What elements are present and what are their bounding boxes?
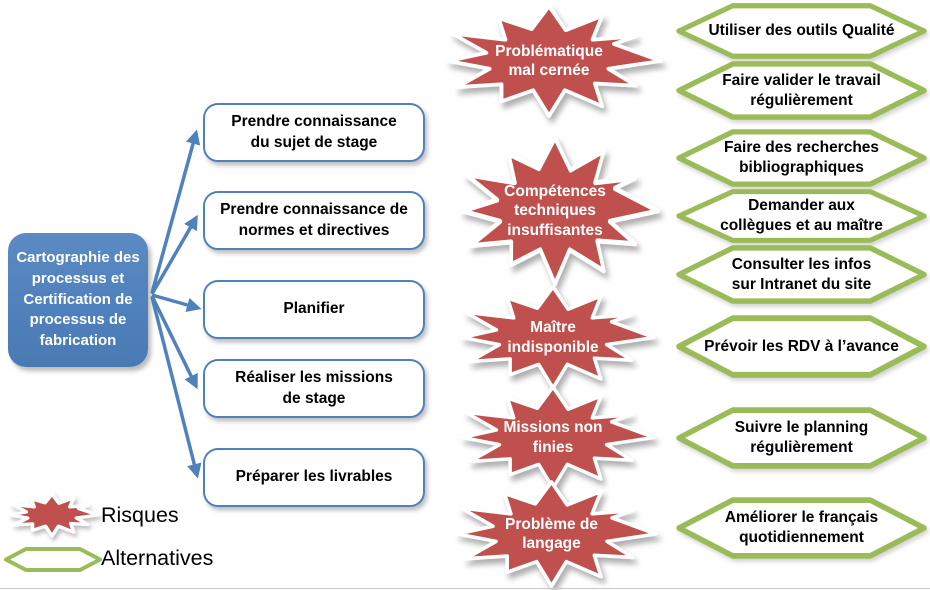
connector-arrow	[150, 129, 201, 294]
hexagon-icon	[676, 61, 927, 120]
alternative-label: Améliorer le français quotidiennement	[724, 509, 879, 546]
risk-label: Missions non finies	[503, 419, 603, 456]
process-step-box-1: Prendre connaissance du sujet de stage	[203, 103, 425, 162]
alternative-label: Faire des recherches bibliographiques	[723, 139, 880, 176]
process-step-label: Réaliser les missions de stage	[235, 369, 393, 407]
hexagon-icon	[676, 315, 927, 378]
root-process-box: Cartographie des processus et Certificat…	[8, 233, 148, 367]
risk-burst-5: Problème de langage	[447, 480, 658, 588]
alternative-hexagon-2: Faire valider le travail régulièrement	[676, 60, 927, 121]
process-step-label: Prendre connaissance du sujet de stage	[231, 113, 397, 151]
alternative-label: Demander aux collègues et au maître	[720, 197, 883, 234]
alternative-hexagon-8: Améliorer le français quotidiennement	[676, 496, 927, 560]
hexagon-icon	[676, 189, 927, 243]
process-step-box-4: Réaliser les missions de stage	[203, 359, 425, 418]
alternative-label: Consulter les infos sur Intranet du site	[731, 255, 872, 293]
risk-burst-1: Problématique mal cernée	[437, 4, 663, 118]
connector-arrow	[150, 296, 202, 479]
alternative-hexagon-6: Prévoir les RDV à l’avance	[676, 314, 927, 379]
hexagon-icon	[676, 129, 927, 187]
alternative-label: Faire valider le travail régulièrement	[722, 71, 881, 109]
process-step-label: Préparer les livrables	[235, 468, 393, 486]
hexagon-icon	[676, 497, 927, 559]
legend-alternative-hexagon-icon	[4, 547, 102, 572]
hexagon-icon	[676, 407, 927, 469]
alternative-hexagon-1: Utiliser des outils Qualité	[676, 2, 927, 60]
process-step-box-3: Planifier	[203, 280, 425, 339]
alternative-hexagon-3: Faire des recherches bibliographiques	[676, 128, 927, 188]
connector-arrow	[150, 214, 198, 295]
legend-risk-burst-icon	[8, 492, 100, 538]
alternative-label: Utiliser des outils Qualité	[708, 22, 895, 40]
alternative-label: Suivre le planning régulièrement	[734, 419, 869, 456]
connector-arrow	[150, 295, 198, 390]
process-step-box-2: Prendre connaissance de normes et direct…	[203, 191, 425, 250]
page-border	[0, 588, 930, 589]
risk-burst-2: Compétences techniques insuffisantes	[452, 138, 658, 284]
legend-alternative-label: Alternatives	[101, 546, 214, 570]
process-step-box-5: Préparer les livrables	[203, 448, 425, 507]
hexagon-icon	[676, 3, 927, 59]
risk-label: Problème de langage	[504, 515, 599, 552]
hexagon-icon	[676, 245, 927, 304]
risk-label: Compétences techniques insuffisantes	[504, 182, 606, 239]
connector-arrow	[151, 293, 202, 313]
process-step-label: Prendre connaissance de normes et direct…	[220, 201, 408, 239]
risk-burst-4: Missions non finies	[452, 385, 656, 490]
alternative-hexagon-4: Demander aux collègues et au maître	[676, 188, 927, 244]
legend-risk-label: Risques	[101, 503, 179, 527]
alternative-label: Prévoir les RDV à l’avance	[704, 337, 899, 355]
root-process-label: Cartographie des processus et Certificat…	[16, 249, 140, 350]
alternative-hexagon-5: Consulter les infos sur Intranet du site	[676, 244, 927, 305]
risk-burst-3: Maître indisponible	[452, 285, 656, 390]
process-step-label: Planifier	[283, 300, 345, 318]
risk-label: Maître indisponible	[507, 319, 599, 356]
alternative-hexagon-7: Suivre le planning régulièrement	[676, 406, 927, 470]
risk-label: Problématique mal cernée	[495, 42, 603, 79]
